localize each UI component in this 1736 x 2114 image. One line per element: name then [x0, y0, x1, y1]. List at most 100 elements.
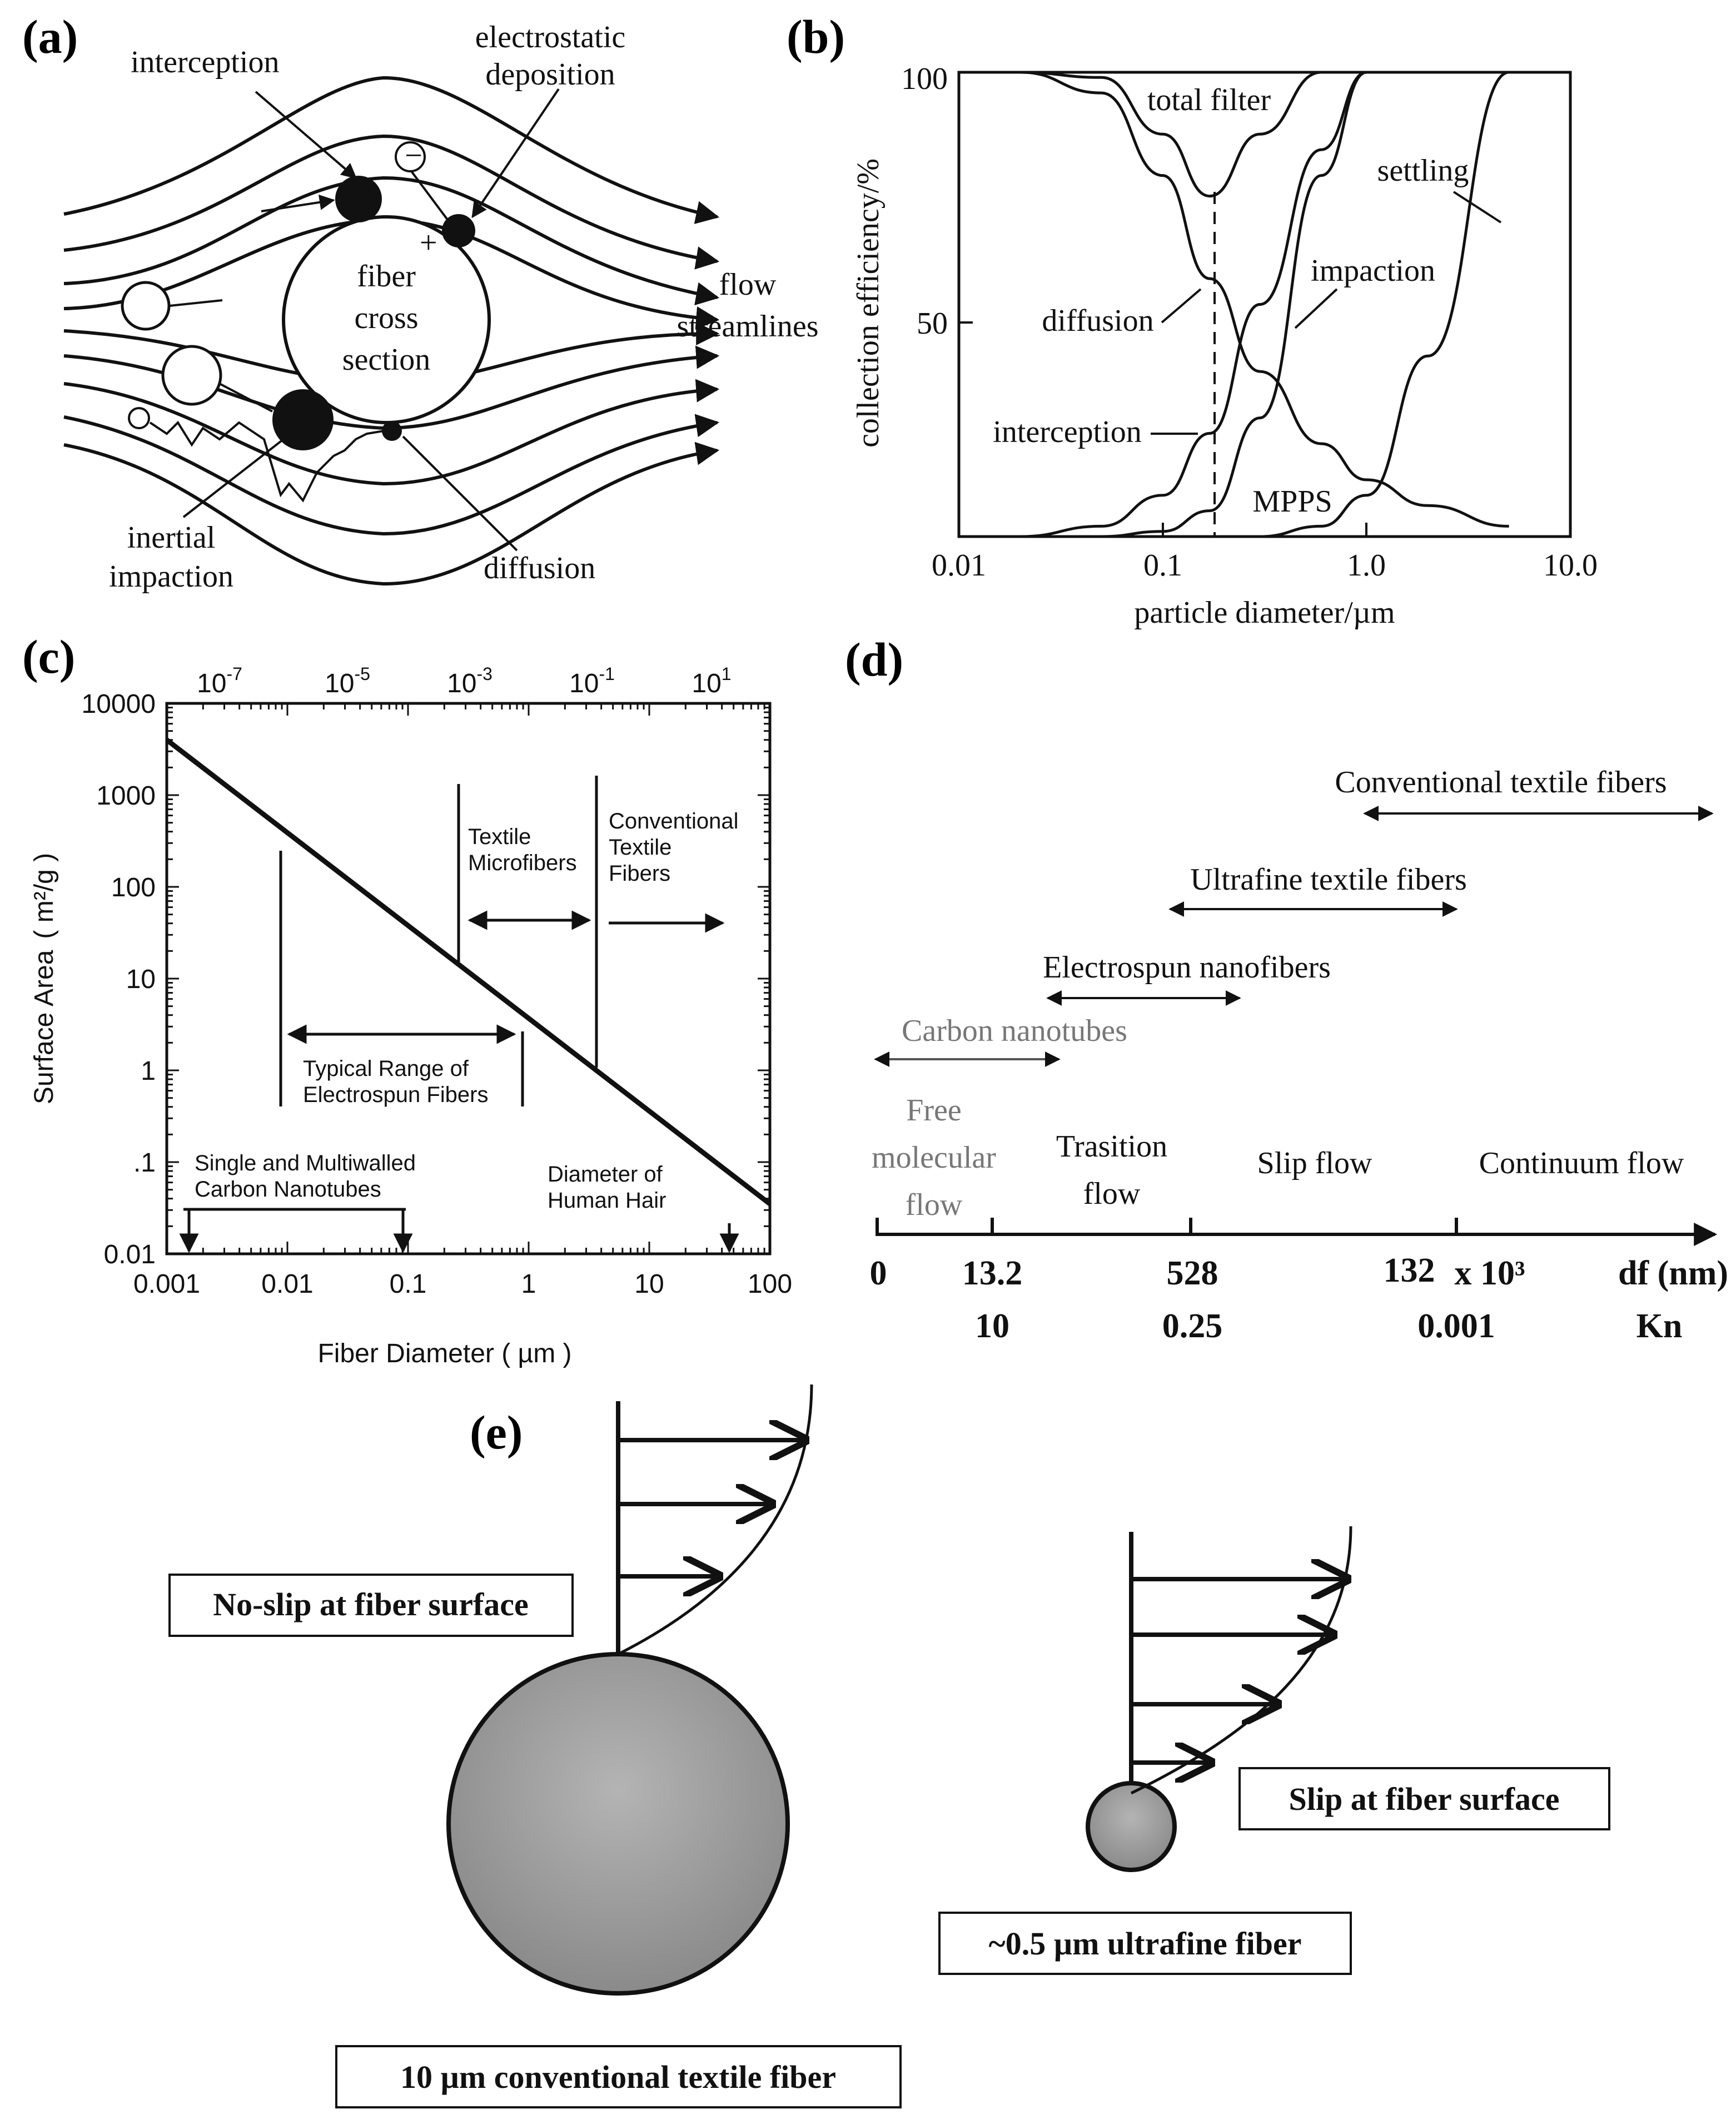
particle-open-3 [128, 407, 150, 429]
conventional-fiber-label: 10 µm conventional textile fiber [400, 2059, 836, 2095]
c-ytick-0: 10000 [82, 689, 156, 719]
c-top-tick-4-base: 10 [692, 669, 721, 698]
particle-open-2 [161, 345, 222, 406]
panel-d: (d) Conventional textile fibers Ultrafin… [845, 633, 1728, 1345]
b-ylabel: collection efficiency/% [851, 158, 886, 448]
b-interception-label: interception [993, 415, 1141, 449]
b-series-diffusion [1020, 71, 1509, 528]
c-top-tick-0: 10-7 [197, 664, 242, 698]
ultrafine-fiber-label: ~0.5 µm ultrafine fiber [989, 1926, 1302, 1962]
c-xtick-0: 0.001 [133, 1269, 200, 1299]
c-annotation-lines [179, 776, 739, 1253]
c-top-tick-2-base: 10 [447, 669, 476, 698]
slip-box [1238, 1767, 1610, 1830]
c-cnt-2: Carbon Nanotubes [195, 1177, 381, 1202]
c-ytick-1: 1000 [96, 781, 156, 811]
d-electrospun-label: Electrospun nanofibers [1043, 950, 1331, 985]
particle-diffused [382, 421, 402, 441]
c-top-tick-4-exp: 1 [722, 664, 732, 684]
c-hair-2: Human Hair [548, 1188, 666, 1213]
d-slip-label: Slip flow [1257, 1146, 1372, 1180]
particle-impacted [272, 389, 334, 450]
panel-c-label: (c) [22, 630, 75, 683]
d-ultrafine-label: Ultrafine textile fibers [1190, 862, 1467, 897]
c-ylabel-main: Surface Area [29, 950, 59, 1104]
panel-a-label: (a) [22, 10, 78, 63]
interception-label: interception [131, 45, 279, 80]
c-ytick-3: 10 [126, 965, 156, 994]
c-ytick-5: .1 [133, 1148, 156, 1178]
fiber-label-2: cross [354, 301, 418, 335]
d-x103: x 10³ [1454, 1254, 1525, 1292]
b-mpps-label: MPPS [1252, 484, 1332, 519]
minus-sign: − [405, 138, 422, 173]
chart-b-ticks [959, 71, 1367, 537]
d-kn-tick-2: 0.001 [1417, 1307, 1495, 1345]
b-xtick-2: 1.0 [1347, 548, 1386, 583]
panel-b-label: (b) [787, 10, 845, 63]
c-conv-1: Conventional [609, 809, 739, 833]
inertial-label-1: inertial [127, 520, 216, 555]
c-conv-2: Textile [609, 835, 671, 860]
c-xtick-1: 0.01 [261, 1269, 313, 1299]
panel-c: (c) 10-7 10-5 10-3 10-1 101 10000 1000 1… [22, 630, 792, 1368]
c-top-tick-3-base: 10 [569, 669, 599, 698]
electrostatic-label-1: electrostatic [475, 20, 626, 54]
c-textile-micro-2: Microfibers [468, 851, 577, 875]
b-series-settling [1020, 71, 1510, 538]
c-top-ticks: 10-7 10-5 10-3 10-1 101 [197, 664, 732, 698]
b-settling-label: settling [1377, 153, 1469, 188]
c-ylabel: Surface Area ( m²/g ) [29, 853, 59, 1104]
b-xtick-1: 0.1 [1143, 548, 1182, 583]
fiber-cross-section-circle [282, 215, 491, 424]
b-leaders [1151, 191, 1502, 435]
c-top-tick-1-base: 10 [325, 669, 354, 698]
c-top-tick-0-exp: -7 [226, 664, 242, 684]
panel-e: (e) No-slip at fiber surface 10 µm conve… [168, 1384, 1610, 2108]
d-kn-tick-0: 10 [975, 1307, 1009, 1345]
right-velocity-profile [1130, 1526, 1352, 1795]
d-continuum-label: Continuum flow [1479, 1146, 1684, 1180]
electrostatic-label-2: deposition [485, 57, 615, 92]
c-typical-1: Typical Range of [303, 1056, 469, 1081]
d-free-1: Free [906, 1093, 962, 1128]
b-xlabel: particle diameter/µm [1134, 596, 1395, 630]
left-velocity-profile [617, 1384, 813, 1656]
d-conventional-label: Conventional textile fibers [1335, 765, 1667, 800]
c-ytick-6: 0.01 [104, 1240, 156, 1269]
no-slip-box [168, 1574, 574, 1637]
panel-b: (b) 100 50 0.01 0.1 1.0 10.0 particle di… [787, 10, 1598, 630]
d-df-tick-3: 132 [1384, 1252, 1435, 1289]
plus-sign: + [420, 226, 437, 260]
panel-d-label: (d) [845, 633, 903, 686]
c-xtick-5: 100 [748, 1269, 792, 1299]
fiber-label-3: section [342, 343, 431, 377]
c-xlabel: Fiber Diameter ( µm ) [317, 1339, 571, 1368]
panel-e-label: (e) [470, 1406, 523, 1459]
fiber-label-1: fiber [357, 259, 416, 294]
d-df-unit: df (nm) [1618, 1254, 1728, 1292]
c-textile-micro-1: Textile [468, 825, 531, 849]
flow-label-1: flow [719, 267, 777, 302]
slip-label: Slip at fiber surface [1289, 1781, 1559, 1817]
ultrafine-fiber-box [938, 1912, 1352, 1975]
diffusion-label-a: diffusion [484, 551, 595, 585]
ultrafine-fiber-circle [1086, 1781, 1177, 1872]
c-xtick-3: 1 [521, 1269, 536, 1299]
c-ylabel-unit: ( m²/g ) [29, 853, 59, 939]
d-cnt-label: Carbon nanotubes [902, 1014, 1127, 1048]
d-axis-ticks [876, 1218, 1458, 1234]
c-top-tick-4: 101 [692, 664, 731, 698]
conventional-fiber-box [335, 2045, 902, 2108]
no-slip-label: No-slip at fiber surface [213, 1586, 529, 1622]
b-impaction-label: impaction [1311, 254, 1435, 288]
particle-paths [149, 170, 449, 503]
d-df-tick-2: 528 [1167, 1254, 1218, 1292]
b-series-impaction [1020, 71, 1509, 538]
d-df-tick-0: 0 [870, 1254, 887, 1292]
b-xtick-3: 10.0 [1543, 548, 1598, 583]
c-xtick-4: 10 [634, 1269, 664, 1299]
d-kn-tick-1: 0.25 [1162, 1307, 1223, 1345]
c-xtick-2: 0.1 [390, 1269, 427, 1299]
